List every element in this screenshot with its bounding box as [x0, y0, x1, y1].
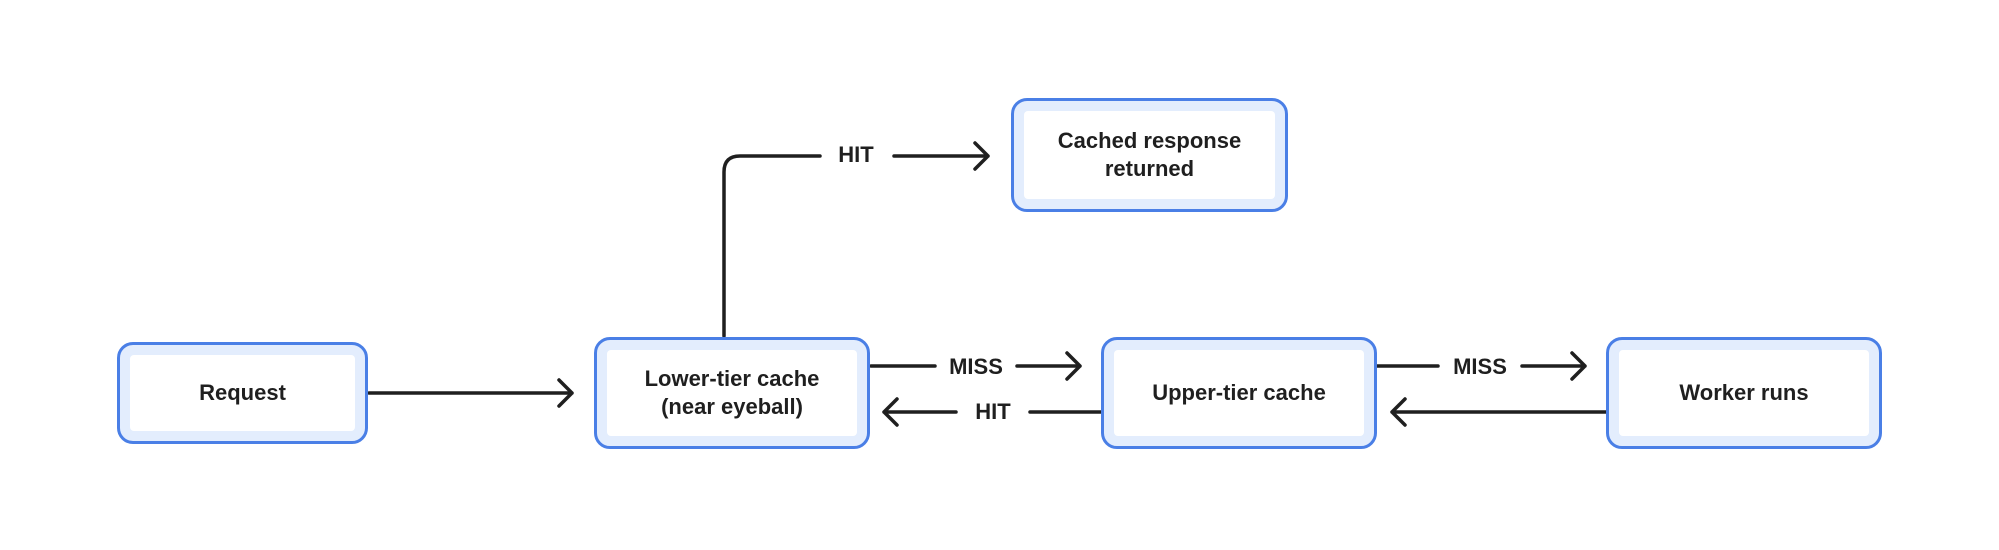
lower-to-upper-miss-label: MISS [949, 354, 1003, 379]
upper-to-lower-hit-label: HIT [975, 399, 1011, 424]
worker-runs-node: Worker runs [1606, 337, 1882, 449]
cached-response-label: Cached response returned [1024, 111, 1275, 199]
upper-tier-cache-label: Upper-tier cache [1114, 350, 1364, 436]
request-to-lower-arrow [367, 378, 574, 408]
lower-tier-cache-label: Lower-tier cache (near eyeball) [607, 350, 857, 436]
upper-to-lower-hit-arrow [882, 397, 1103, 427]
lower-hit-arrow [722, 141, 990, 338]
lower-to-upper-miss-arrow [869, 351, 1082, 381]
cached-response-node: Cached response returned [1011, 98, 1288, 212]
request-label: Request [130, 355, 355, 431]
worker-to-upper-arrow [1390, 397, 1608, 427]
worker-runs-label: Worker runs [1619, 350, 1869, 436]
lower-hit-label: HIT [838, 142, 874, 167]
upper-to-worker-miss-arrow [1374, 351, 1587, 381]
request-node: Request [117, 342, 368, 444]
upper-to-worker-miss-label: MISS [1453, 354, 1507, 379]
upper-tier-cache-node: Upper-tier cache [1101, 337, 1377, 449]
lower-tier-cache-node: Lower-tier cache (near eyeball) [594, 337, 870, 449]
